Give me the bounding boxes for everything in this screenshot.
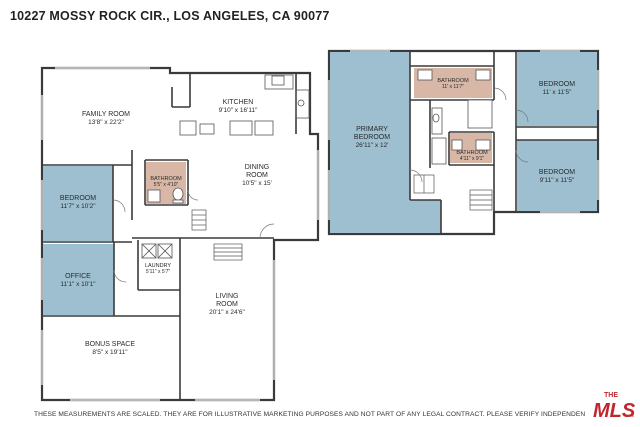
family-room-dims: 13'8" x 22'2" xyxy=(88,119,124,126)
office-label: OFFICE xyxy=(65,273,91,280)
kitchen-dims: 9'10" x 16'11" xyxy=(219,107,258,114)
bathroom-upper-1-dims: 11' x 11'7" xyxy=(442,84,464,90)
family-room-label: FAMILY ROOM xyxy=(82,111,130,118)
laundry-label: LAUNDRY xyxy=(145,263,172,269)
bonus-space-dims: 8'5" x 19'11" xyxy=(92,349,128,356)
dining-room-label-line1: DINING xyxy=(245,164,270,171)
ground-floor-plan xyxy=(40,66,320,402)
living-room-label-line2: ROOM xyxy=(216,301,238,308)
logo-text-tm: ™ xyxy=(630,414,634,419)
mls-logo-icon: THE MLS ™ xyxy=(593,392,636,422)
bedroom-main-fill xyxy=(43,166,113,241)
bathroom-upper-2-label: BATHROOM xyxy=(456,150,488,156)
bedroom-main-dims: 11'7" x 10'2" xyxy=(60,203,96,210)
bathroom-main-dims: 5'5" x 4'10" xyxy=(154,182,179,188)
bathroom-main-label: BATHROOM xyxy=(150,176,182,182)
bedroom-upper-1-dims: 11' x 11'5" xyxy=(543,89,572,96)
logo-text-the: THE xyxy=(604,392,618,399)
bathroom-upper-1-label: BATHROOM xyxy=(437,78,469,84)
kitchen-label: KITCHEN xyxy=(223,99,254,106)
bedroom-upper-2-fill xyxy=(517,140,597,211)
page-title: 10227 MOSSY ROCK CIR., LOS ANGELES, CA 9… xyxy=(10,9,330,23)
primary-bedroom-fill xyxy=(330,52,410,233)
primary-bedroom-lower-fill xyxy=(410,200,441,233)
dining-room-dims: 10'5" x 15' xyxy=(242,180,272,187)
dining-room-label-line2: ROOM xyxy=(246,172,268,179)
logo-text-mls: MLS xyxy=(593,400,636,422)
office-dims: 11'1" x 10'1" xyxy=(60,281,96,288)
upper-floor-plan xyxy=(327,49,600,236)
laundry-dims: 5'11" x 5'7" xyxy=(146,269,170,275)
bonus-space-label: BONUS SPACE xyxy=(85,341,135,348)
disclaimer-text: THESE MEASUREMENTS ARE SCALED. THEY ARE … xyxy=(34,411,586,418)
bedroom-main-label: BEDROOM xyxy=(60,195,96,202)
primary-bedroom-dims: 26'11" x 12' xyxy=(356,142,389,149)
bedroom-upper-1-label: BEDROOM xyxy=(539,81,575,88)
bedroom-upper-2-label: BEDROOM xyxy=(539,169,575,176)
bedroom-upper-1-fill xyxy=(517,52,597,126)
room-labels: FAMILY ROOM 13'8" x 22'2" KITCHEN 9'10" … xyxy=(60,78,575,356)
primary-bedroom-label-line2: BEDROOM xyxy=(354,134,390,141)
bedroom-upper-2-dims: 9'11" x 11'5" xyxy=(540,177,575,184)
primary-bedroom-label-line1: PRIMARY xyxy=(356,126,388,133)
living-room-label-line1: LIVING xyxy=(216,293,239,300)
living-room-dims: 20'1" x 24'6" xyxy=(209,309,245,316)
bathroom-upper-2-dims: 4'11" x 9'1" xyxy=(460,156,484,162)
office-fill xyxy=(43,244,114,315)
